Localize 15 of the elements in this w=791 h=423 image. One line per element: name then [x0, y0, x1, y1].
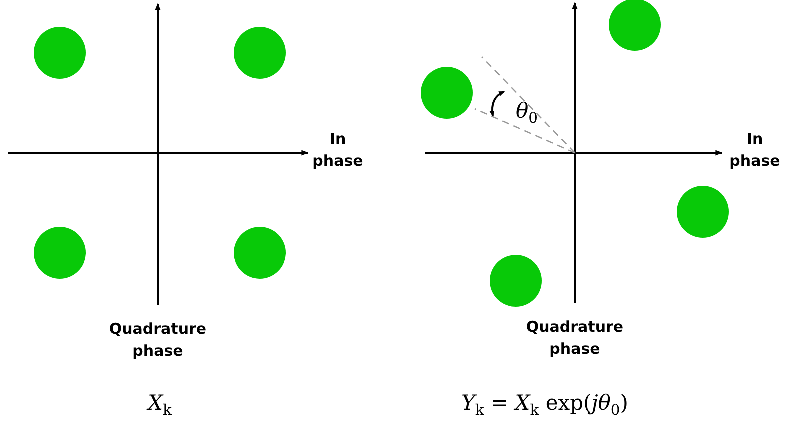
constellation-point: [609, 0, 661, 51]
constellation-point: [421, 67, 473, 119]
angle-label: θ$_{0}$: [516, 98, 538, 128]
constellation-point: [677, 186, 729, 238]
axis-label: In phase: [728, 129, 782, 172]
axis-label: In phase: [312, 129, 364, 172]
constellation-point: [34, 227, 86, 279]
constellation-point: [34, 27, 86, 79]
formula: X$_{k}$: [148, 390, 172, 420]
formula: Y$_{k}$ = X$_{k}$ exp(jθ$_{0}$): [462, 390, 628, 420]
constellation-point: [234, 27, 286, 79]
axis-label: Quadrature phase: [108, 319, 208, 362]
constellation-point: [490, 255, 542, 307]
constellation-point: [234, 227, 286, 279]
axis-label: Quadrature phase: [525, 317, 625, 360]
